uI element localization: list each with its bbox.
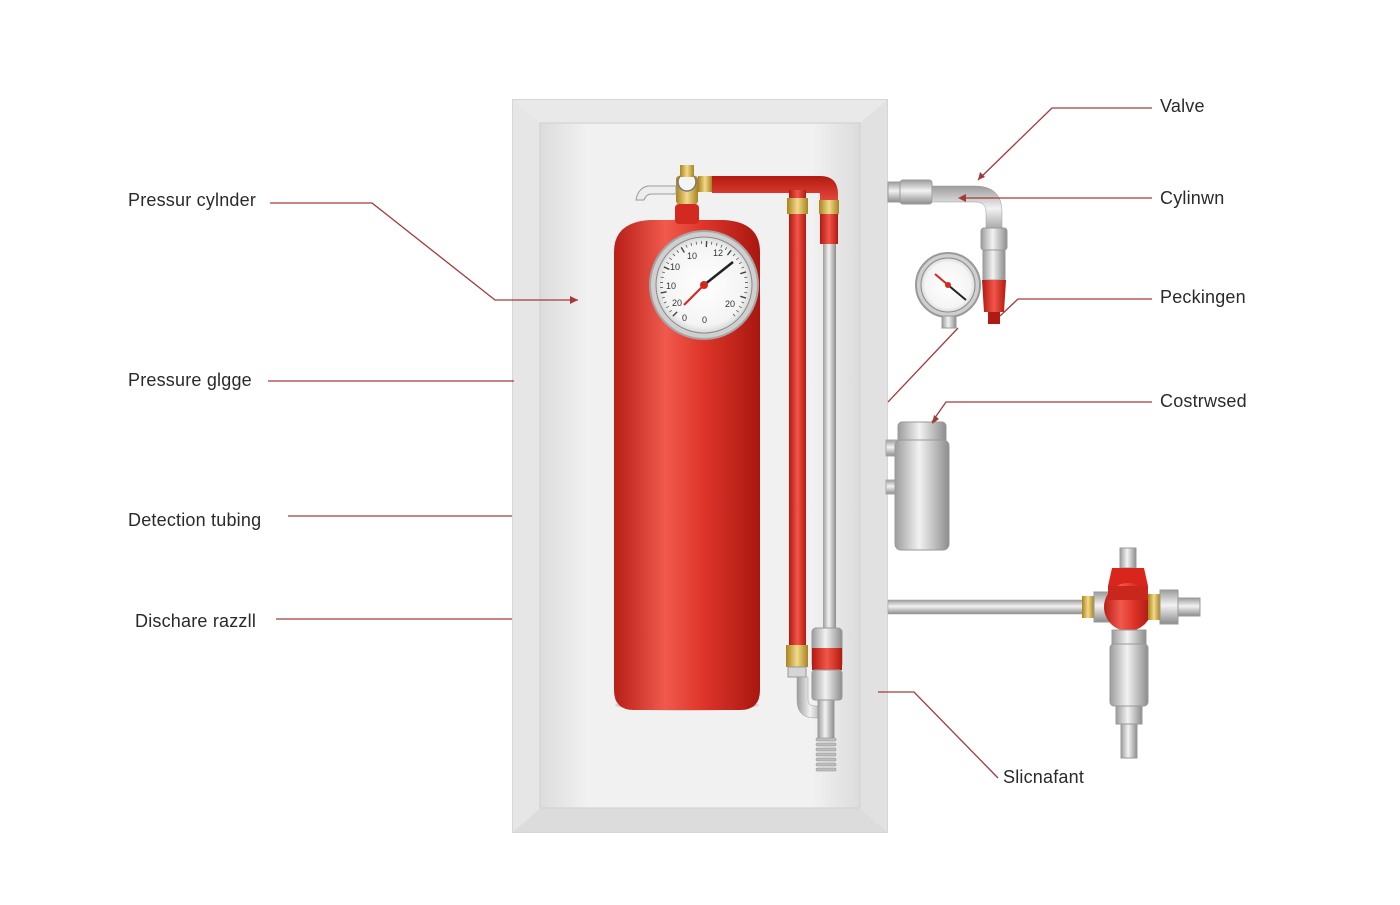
leader-gauge-small bbox=[888, 328, 958, 402]
leader-arrowhead bbox=[978, 172, 985, 180]
gauge-tick-label: 20 bbox=[672, 298, 682, 308]
leader-costrwsed bbox=[932, 402, 1152, 422]
label-costrwsed: Costrwsed bbox=[1160, 391, 1247, 412]
cylinder-gauge: 10 12 10 10 20 0 0 20 bbox=[650, 231, 758, 339]
label-cylinwn: Cylinwn bbox=[1160, 188, 1224, 209]
label-discharge-nozzle: Dischare razzll bbox=[135, 611, 256, 632]
label-peckingen: Peckingen bbox=[1160, 287, 1246, 308]
hose-rib bbox=[816, 743, 836, 746]
label-slicnafant: Slicnafant bbox=[1003, 767, 1084, 788]
hose-rib bbox=[816, 748, 836, 751]
hose-rib bbox=[816, 758, 836, 761]
gauge-tick-label: 20 bbox=[725, 299, 735, 309]
hose-rib bbox=[816, 768, 836, 771]
leader-valve bbox=[978, 108, 1152, 180]
discharge-nozzle-assembly bbox=[888, 548, 1200, 758]
filter-canister bbox=[886, 422, 949, 550]
leader-slicnafant bbox=[878, 692, 998, 778]
leader-peckingen bbox=[1000, 299, 1152, 316]
gauge-tick-label: 10 bbox=[687, 251, 697, 261]
pressure-gauge-small bbox=[916, 253, 980, 328]
label-valve: Valve bbox=[1160, 96, 1205, 117]
gauge-tick-label: 10 bbox=[666, 281, 676, 291]
label-pressure-cylinder: Pressur cylnder bbox=[128, 190, 256, 211]
label-pressure-gauge: Pressure glgge bbox=[128, 370, 252, 391]
gauge-tick-label: 0 bbox=[682, 313, 687, 323]
hose-rib bbox=[816, 738, 836, 741]
label-detection-tubing: Detection tubing bbox=[128, 510, 261, 531]
hose-rib bbox=[816, 753, 836, 756]
hose-ribs bbox=[816, 738, 836, 771]
gauge-tick-label: 12 bbox=[713, 248, 723, 258]
hose-rib bbox=[816, 763, 836, 766]
gauge-tick-label: 0 bbox=[702, 315, 707, 325]
gauge-tick-label: 10 bbox=[670, 262, 680, 272]
